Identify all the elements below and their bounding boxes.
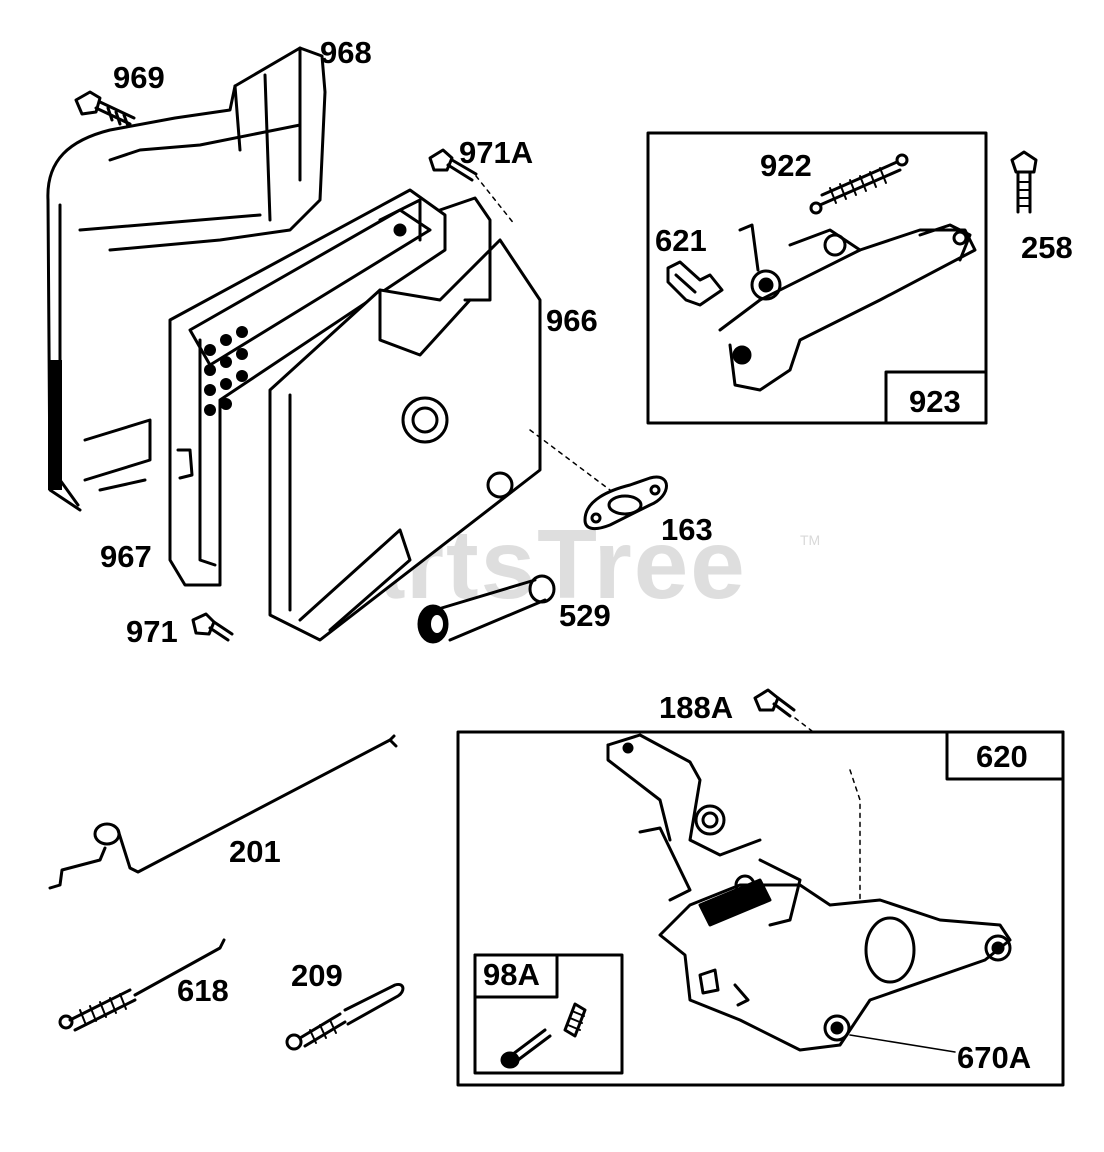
callout-969[interactable]: 969 [113,60,165,95]
screw-188A-drawing [753,688,851,761]
bolt-258-drawing [1010,150,1038,214]
spring-618-drawing [58,938,226,1032]
box-label-620[interactable]: 620 [976,739,1028,774]
callout-618[interactable]: 618 [177,973,229,1008]
callout-258[interactable]: 258 [1021,230,1073,265]
callout-971A[interactable]: 971A [459,135,534,170]
callout-971[interactable]: 971 [126,614,178,649]
callout-968[interactable]: 968 [320,35,372,70]
governor-lever-drawing [718,223,977,392]
control-bracket-drawing [606,733,1012,1053]
callout-670A[interactable]: 670A [957,1040,1032,1075]
callout-163[interactable]: 163 [661,512,713,547]
callout-201[interactable]: 201 [229,834,281,869]
callout-209[interactable]: 209 [291,958,343,993]
callout-966[interactable]: 966 [546,303,598,338]
spring-922-drawing [809,153,909,215]
breather-tube-529-drawing [417,574,556,644]
watermark-trademark: TM [800,532,821,548]
air-filter-967-drawing [168,188,447,587]
callout-922[interactable]: 922 [760,148,812,183]
callout-529[interactable]: 529 [559,598,611,633]
box-label-98A[interactable]: 98A [483,957,540,992]
box-label-923[interactable]: 923 [909,384,961,419]
screw-971A-drawing [428,148,516,226]
governor-link-201-drawing [48,734,398,890]
gasket-163-drawing [583,475,668,531]
screw-971-drawing [191,612,234,642]
callout-621[interactable]: 621 [655,223,707,258]
hardware-kit-98A-box [473,953,624,1075]
bolt-969-drawing [74,90,136,128]
air-cleaner-cover-966-drawing [268,196,611,642]
link-621-drawing [666,260,724,307]
callout-967[interactable]: 967 [100,539,152,574]
callout-188A[interactable]: 188A [659,690,734,725]
spring-209-drawing [285,982,405,1051]
air-cleaner-base-968-drawing [46,46,327,512]
